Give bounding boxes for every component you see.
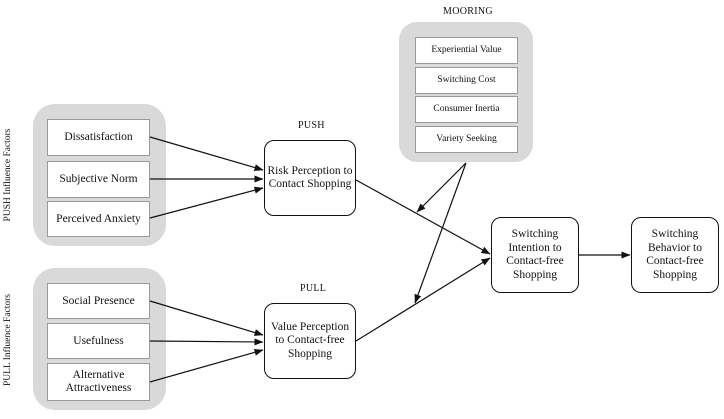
node-switching-intention: Switching Intention to Contact-free Shop… (491, 217, 579, 293)
mooring-variety-seeking: Variety Seeking (415, 126, 518, 153)
factor-perceived-anxiety: Perceived Anxiety (47, 201, 150, 237)
edge-mooring-risk-path (416, 162, 467, 213)
edge-risk-intention (355, 179, 491, 255)
factor-dissatisfaction: Dissatisfaction (47, 119, 150, 156)
edge-social-presence-value (149, 300, 264, 336)
edge-perceived-anxiety-risk (149, 186, 264, 219)
push-label: PUSH (298, 120, 325, 131)
node-risk-perception: Risk Perception to Contact Shopping (264, 140, 356, 216)
pull-label: PULL (300, 283, 327, 294)
edge-dissatisfaction-risk (149, 136, 264, 171)
factor-social-presence: Social Presence (47, 283, 150, 319)
edge-alternative-attractiveness-value (149, 348, 264, 383)
factor-subjective-norm: Subjective Norm (47, 161, 150, 198)
node-value-perception: Value Perception to Contact-free Shoppin… (264, 303, 356, 379)
edge-mooring-value-path (414, 162, 467, 304)
edge-usefulness-value (149, 338, 264, 346)
factor-usefulness: Usefulness (47, 323, 150, 359)
node-switching-behavior: Switching Behavior to Contact-free Shopp… (631, 217, 719, 293)
mooring-switching-cost: Switching Cost (415, 67, 518, 94)
edge-value-intention (355, 257, 491, 342)
factor-alternative-attractiveness: Alternative Attractiveness (47, 363, 150, 401)
mooring-experiential-value: Experiential Value (415, 37, 518, 64)
mooring-consumer-inertia: Consumer Inertia (415, 96, 518, 123)
mooring-label: MOORING (443, 6, 493, 17)
